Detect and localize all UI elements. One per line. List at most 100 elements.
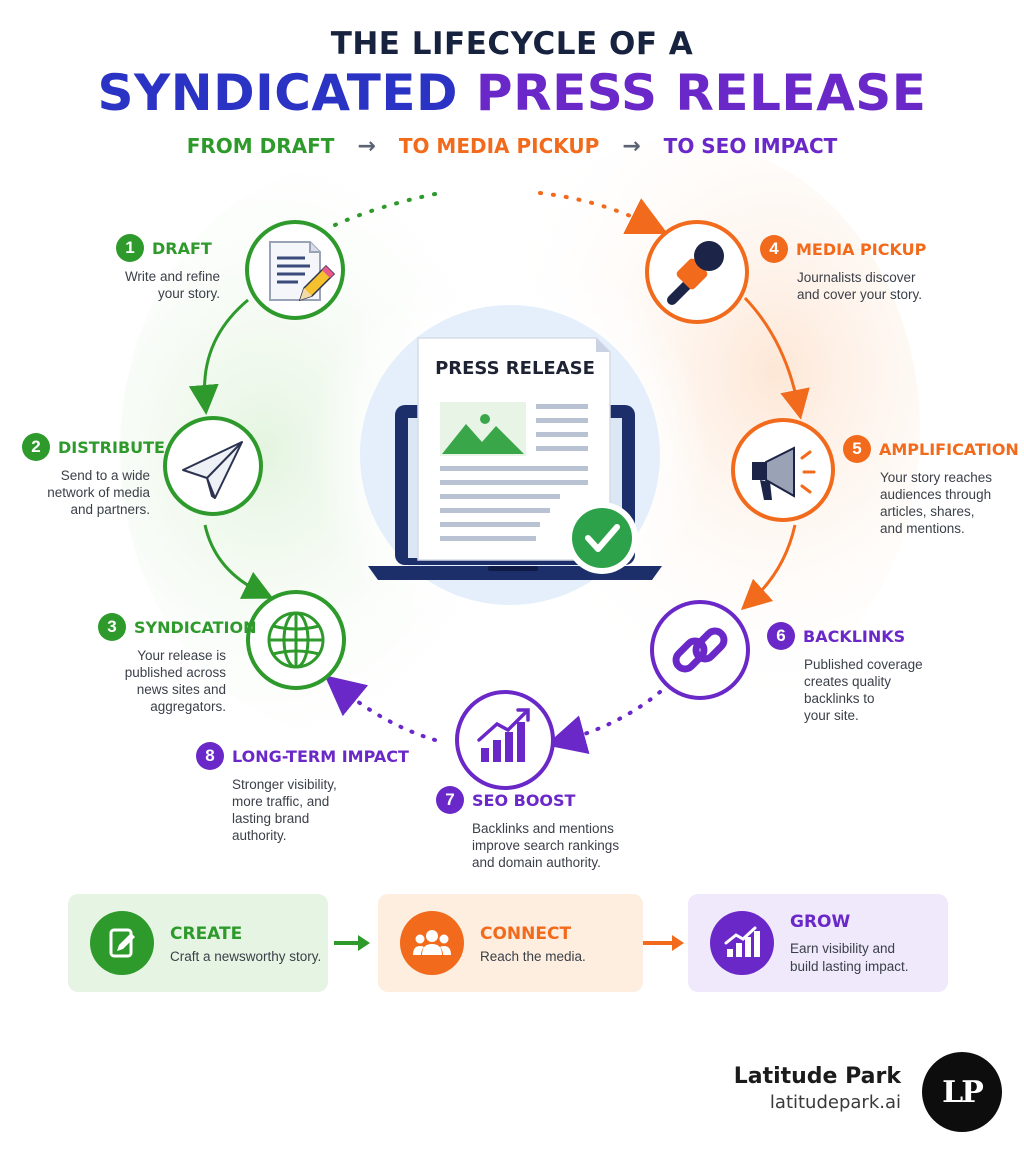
document-pencil-icon [90,911,154,975]
card-description: Reach the media. [480,948,586,966]
desc-line: Write and refine [124,269,220,284]
brand-url[interactable]: latitudepark.ai [769,1092,901,1113]
step-8: 8 LONG-TERM IMPACT Stronger visibility, m… [196,742,409,844]
step-name: AMPLIFICATION [879,439,1019,459]
step-number: 6 [767,622,795,650]
step-5-icon-circle [731,418,835,522]
step-number: 1 [116,234,144,262]
step-description: Journalists discover and cover your stor… [797,269,926,303]
microphone-icon [667,241,724,305]
desc-line: build lasting impact. [790,959,909,974]
desc-line: audiences through [880,487,992,502]
step-name: SEO BOOST [472,790,576,810]
summary-card-connect: CONNECT Reach the media. [378,894,643,992]
summary-card-create: CREATE Craft a newsworthy story. [68,894,328,992]
step-6: 6 BACKLINKS Published coverage creates qu… [767,622,923,724]
desc-line: and partners. [70,502,150,517]
title-part-1: SYNDICATED [97,64,458,122]
desc-line: more traffic, and [232,794,330,809]
step-3-icon-circle [246,590,346,690]
subtitle-part-2: TO MEDIA PICKUP [398,134,600,158]
arrow-icon: → [357,134,376,159]
paper-plane-icon [182,441,243,499]
desc-line: improve search rankings [472,838,620,853]
step-name: DRAFT [152,238,212,258]
step-6-icon-circle [650,600,750,700]
step-5: 5 AMPLIFICATION Your story reaches audien… [843,435,1019,537]
step-number: 3 [98,613,126,641]
title-part-2: PRESS RELEASE [475,64,927,122]
card-title: CREATE [170,924,243,944]
megaphone-icon [752,446,816,500]
card-title: CONNECT [480,924,572,944]
main-title: SYNDICATED PRESS RELEASE [0,64,1024,122]
step-number: 8 [196,742,224,770]
step-description: Published coverage creates quality backl… [804,656,923,724]
desc-line: authority. [232,828,287,843]
document-pencil-icon [269,241,336,302]
desc-line: published across [124,665,226,680]
desc-line: lasting brand [232,811,310,826]
desc-line: aggregators. [150,699,226,714]
summary-card-grow: GROW Earn visibility and build lasting i… [688,894,948,992]
card-description: Craft a newsworthy story. [170,948,321,966]
desc-line: Published coverage [804,657,923,672]
step-description: Send to a wide network of media and part… [22,467,150,518]
desc-line: and cover your story. [797,287,923,302]
step-description: Your story reaches audiences through art… [880,469,1019,537]
subtitle: FROM DRAFT → TO MEDIA PICKUP → TO SEO IM… [0,134,1024,159]
title-line-1: THE LIFECYCLE OF A [330,26,694,62]
growth-chart-icon [710,911,774,975]
card-title: GROW [790,912,851,932]
press-release-document [417,337,611,561]
desc-line: and domain authority. [472,855,601,870]
desc-line: Reach the media. [480,949,586,964]
step-1: 1 DRAFT Write and refine your story. [116,234,220,302]
step-name: DISTRIBUTE [58,437,165,457]
desc-line: network of media [47,485,150,500]
checkmark-badge-icon [566,502,638,574]
flow-arrow-2 [642,935,684,951]
brand-name: Latitude Park [733,1064,901,1089]
step-number: 7 [436,786,464,814]
step-name: LONG-TERM IMPACT [232,746,409,766]
desc-line: Craft a newsworthy story. [170,949,322,964]
card-description: Earn visibility and build lasting impact… [790,940,909,976]
step-number: 4 [760,235,788,263]
brand-logo: LP [922,1052,1002,1132]
press-release-title: PRESS RELEASE [435,358,595,379]
desc-line: Backlinks and mentions [472,821,614,836]
desc-line: Stronger visibility, [232,777,337,792]
step-7-icon-circle [455,690,555,790]
flow-arrow-1 [334,935,370,951]
step-4: 4 MEDIA PICKUP Journalists discover and c… [760,235,926,303]
desc-line: news sites and [136,682,226,697]
desc-line: and mentions. [880,521,965,536]
desc-line: your story. [157,286,220,301]
desc-line: creates quality [804,674,892,689]
step-description: Write and refine your story. [116,268,220,302]
desc-line: Earn visibility and [790,941,896,956]
desc-line: Your story reaches [880,470,993,485]
step-name: SYNDICATION [134,617,257,637]
desc-line: articles, shares, [880,504,975,519]
step-description: Stronger visibility, more traffic, and l… [232,776,409,844]
chain-link-icon [672,627,728,673]
desc-line: Send to a wide [60,468,150,483]
step-number: 5 [843,435,871,463]
desc-line: Journalists discover [797,270,916,285]
arrow-icon: → [622,134,641,159]
subtitle-part-1: FROM DRAFT [186,134,335,158]
step-name: MEDIA PICKUP [796,239,927,259]
desc-line: your site. [804,708,859,723]
step-name: BACKLINKS [803,626,906,646]
people-icon [400,911,464,975]
subtitle-part-3: TO SEO IMPACT [663,134,838,158]
step-description: Backlinks and mentions improve search ra… [472,820,619,871]
logo-text: LP [942,1074,984,1110]
globe-icon [267,611,325,669]
desc-line: Your release is [137,648,226,663]
step-4-icon-circle [645,220,749,324]
